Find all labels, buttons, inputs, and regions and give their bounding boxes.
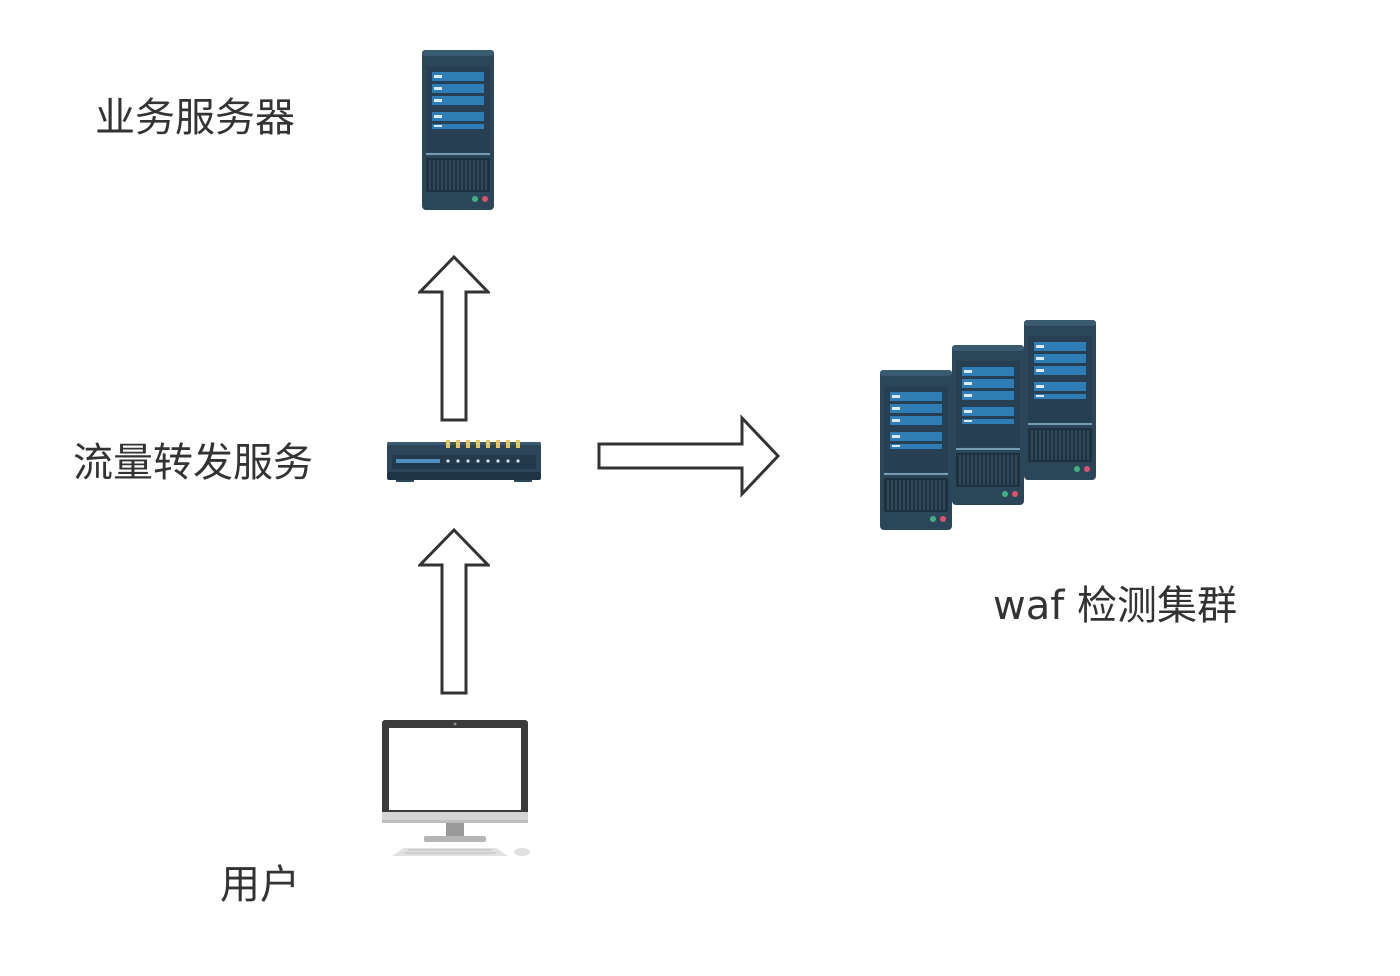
desktop-computer-icon (380, 718, 536, 860)
arrow-user-to-forward (418, 527, 490, 697)
business-server-label: 业务服务器 (95, 95, 295, 141)
network-switch-icon (386, 438, 542, 484)
arrow-forward-to-server (418, 254, 490, 424)
waf-cluster-label: waf 检测集群 (993, 583, 1238, 629)
arrow-forward-to-waf (596, 414, 784, 498)
traffic-forwarding-label: 流量转发服务 (73, 440, 313, 486)
server-tower-icon (422, 50, 494, 210)
server-cluster-icon (878, 318, 1098, 532)
user-label: 用户 (220, 862, 300, 908)
